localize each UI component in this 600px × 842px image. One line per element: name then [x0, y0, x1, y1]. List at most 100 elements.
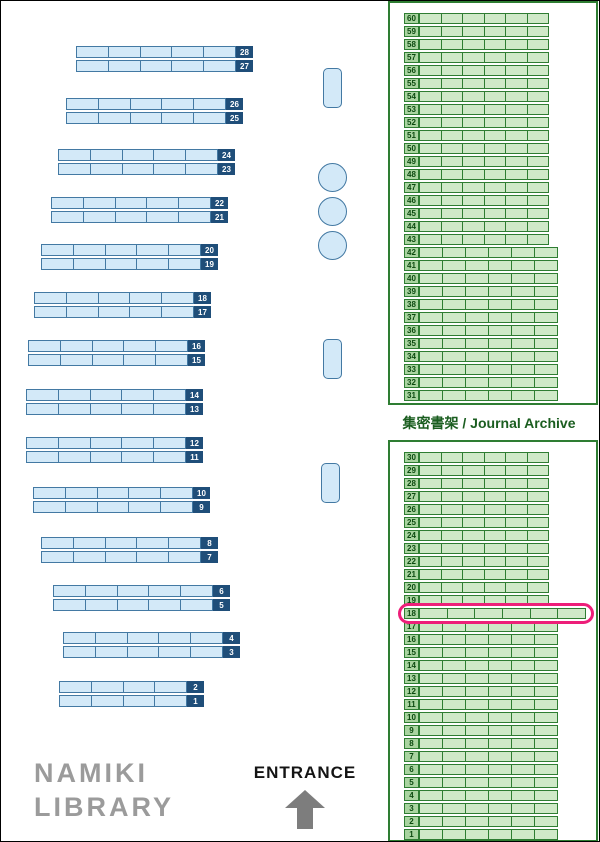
- archive-cell: [442, 300, 465, 309]
- archive-cell: [420, 92, 441, 101]
- archive-cell: [483, 479, 506, 488]
- shelf-cell: [57, 438, 90, 448]
- shelf-cell: [171, 61, 203, 71]
- shelf-bar: [63, 632, 223, 644]
- shelf-cell: [27, 404, 58, 414]
- archive-cell: [465, 339, 488, 348]
- archive-cell: [511, 287, 534, 296]
- archive-cell: [505, 183, 527, 192]
- archive-cell: [420, 713, 442, 722]
- shelf-row: 9: [33, 501, 210, 513]
- shelf-cell: [97, 113, 130, 123]
- archive-shelf-bar: [419, 156, 549, 167]
- archive-cell: [511, 378, 534, 387]
- archive-cell: [534, 274, 557, 283]
- archive-cell: [465, 661, 488, 670]
- archive-number-badge: 42: [404, 247, 419, 258]
- archive-cell: [511, 635, 534, 644]
- archive-shelf-bar: [419, 13, 549, 24]
- archive-cell: [488, 326, 511, 335]
- archive-shelf-bar: [419, 26, 549, 37]
- archive-number-badge: 34: [404, 351, 419, 362]
- archive-cell: [420, 274, 442, 283]
- archive-cell: [440, 53, 463, 62]
- archive-cell: [483, 40, 506, 49]
- archive-cell: [465, 700, 488, 709]
- archive-shelf-bar: [419, 325, 558, 336]
- archive-cell: [483, 118, 506, 127]
- archive-shelf-bar: [419, 686, 558, 697]
- archive-row: 53: [404, 104, 596, 115]
- archive-cell: [483, 170, 506, 179]
- archive-cell: [462, 544, 484, 553]
- shelf-row: 27: [76, 60, 253, 72]
- shelf-cell: [190, 633, 222, 643]
- archive-row: 1: [404, 829, 596, 840]
- archive-cell: [488, 635, 511, 644]
- shelf-bar: [28, 354, 188, 366]
- shelf-cell: [96, 502, 129, 512]
- archive-shelf-bar: [419, 634, 558, 645]
- archive-cell: [483, 505, 506, 514]
- shelf-cell: [123, 341, 155, 351]
- archive-cell: [440, 27, 463, 36]
- archive-number-badge: 59: [404, 26, 419, 37]
- shelf-bar: [41, 551, 201, 563]
- archive-cell: [420, 157, 441, 166]
- shelf-cell: [54, 600, 85, 610]
- archive-cell: [526, 557, 549, 566]
- archive-shelf-bar: [419, 286, 558, 297]
- archive-cell: [534, 661, 557, 670]
- shelf-row: 7: [41, 551, 218, 563]
- archive-cell: [465, 648, 488, 657]
- archive-cell: [420, 131, 441, 140]
- shelf-number-badge: 20: [201, 244, 218, 256]
- shelf-cell: [128, 488, 160, 498]
- shelf-cell: [168, 245, 200, 255]
- shelf-number-badge: 15: [188, 354, 205, 366]
- archive-cell: [440, 105, 463, 114]
- archive-cell: [511, 778, 534, 787]
- archive-cell: [483, 157, 506, 166]
- shelf-cell: [64, 647, 95, 657]
- archive-cell: [440, 209, 463, 218]
- archive-shelf-bar: [419, 117, 549, 128]
- shelf-cell: [185, 150, 217, 160]
- archive-cell: [534, 635, 557, 644]
- archive-number-badge: 38: [404, 299, 419, 310]
- archive-cell: [511, 261, 534, 270]
- archive-cell: [511, 661, 534, 670]
- shelf-cell: [72, 552, 105, 562]
- archive-cell: [420, 391, 442, 400]
- archive-row: 8: [404, 738, 596, 749]
- archive-number-badge: 10: [404, 712, 419, 723]
- archive-cell: [440, 92, 463, 101]
- archive-row: 26: [404, 504, 596, 515]
- shelf-cell: [155, 355, 187, 365]
- archive-cell: [526, 518, 549, 527]
- archive-cell: [442, 326, 465, 335]
- archive-cell: [488, 791, 511, 800]
- shelf-cell: [161, 307, 193, 317]
- shelf-number-badge: 28: [236, 46, 253, 58]
- archive-shelf-bar: [419, 260, 558, 271]
- shelf-number-badge: 5: [213, 599, 230, 611]
- archive-cell: [420, 183, 441, 192]
- archive-cell: [462, 235, 484, 244]
- archive-cell: [526, 157, 549, 166]
- archive-cell: [465, 778, 488, 787]
- archive-cell: [505, 118, 527, 127]
- archive-cell: [420, 144, 441, 153]
- archive-cell: [488, 739, 511, 748]
- shelf-cell: [171, 47, 203, 57]
- archive-number-badge: 6: [404, 764, 419, 775]
- shelf-number-badge: 14: [186, 389, 203, 401]
- library-name-line1: NAMIKI: [34, 758, 148, 788]
- shelf-bar: [34, 292, 194, 304]
- archive-cell: [462, 209, 484, 218]
- shelf-cell: [104, 552, 137, 562]
- archive-cell: [462, 557, 484, 566]
- archive-cell: [462, 518, 484, 527]
- archive-cell: [488, 248, 511, 257]
- archive-cell: [442, 726, 465, 735]
